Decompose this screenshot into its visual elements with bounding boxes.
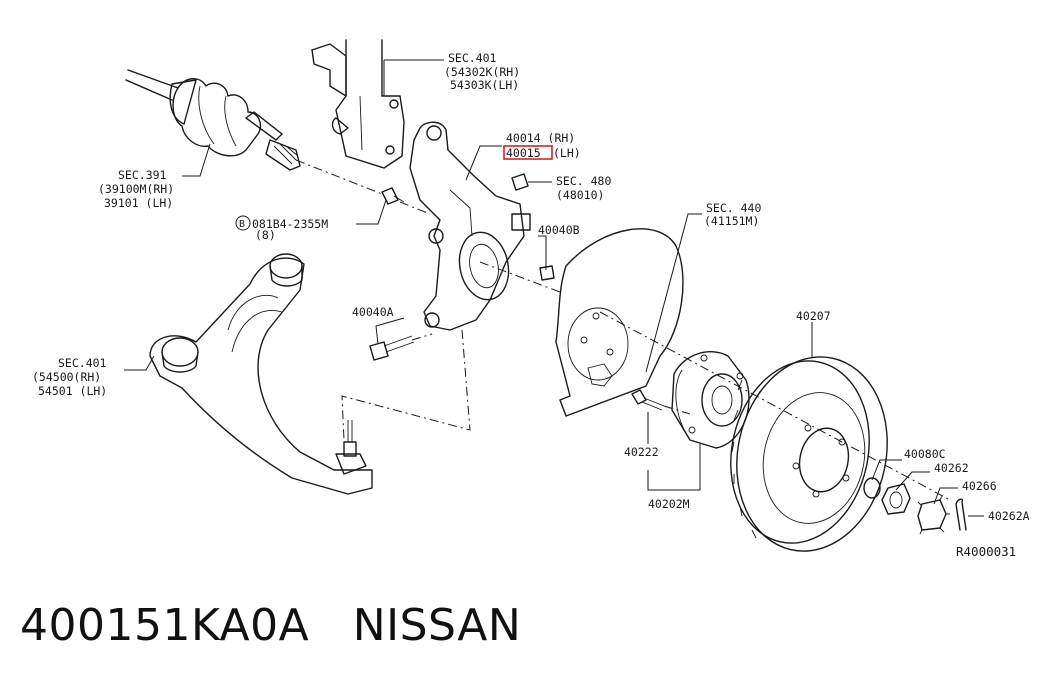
callout-sec401-arm: SEC.401 (54500(RH) 54501 (LH) <box>32 356 107 398</box>
lower-control-arm <box>149 253 373 495</box>
sec480-title: SEC. 480 <box>556 174 611 188</box>
callout-knuckle: 40014 (RH) 40015 (LH) <box>503 131 581 160</box>
drive-shaft <box>125 69 301 171</box>
caption-part-number: 400151KA0A <box>20 600 310 651</box>
bolt-b-code: 081B4-2355M <box>252 217 328 231</box>
label-40040b: 40040B <box>538 223 580 237</box>
knuckle-lh-code: 40015 <box>506 146 541 160</box>
label-40262: 40262 <box>934 461 969 475</box>
caption-brand: NISSAN <box>352 600 522 651</box>
callout-sec401-strut: SEC.401 (54302K(RH) 54303K(LH) <box>444 51 520 92</box>
sec391-title: SEC.391 <box>118 168 167 182</box>
highlight-box <box>503 145 553 160</box>
label-40040a: 40040A <box>352 305 394 319</box>
wheel-hub <box>671 351 750 449</box>
sec391-line2: 39101 (LH) <box>104 196 173 210</box>
sec401-strut-line1: (54302K(RH) <box>444 65 520 79</box>
sec440-title: SEC. 440 <box>706 201 761 215</box>
strut-assembly <box>311 39 405 169</box>
assembly-axis-lines <box>295 159 951 501</box>
knuckle-rh-label: 40014 (RH) <box>506 131 575 145</box>
label-40202m: 40202M <box>648 497 690 511</box>
sec401-arm-line2: 54501 (LH) <box>38 384 107 398</box>
label-40262a: 40262A <box>988 509 1030 523</box>
sec391-line1: (39100M(RH) <box>98 182 174 196</box>
part-caption: 400151KA0A NISSAN <box>20 600 521 651</box>
brake-dust-shield <box>555 228 684 417</box>
bolt-b-qty: (8) <box>255 228 276 242</box>
diagram-id: R4000031 <box>956 544 1016 559</box>
bolt-b-badge: B <box>239 219 245 230</box>
label-40222: 40222 <box>624 445 659 459</box>
callout-sec440: SEC. 440 (41151M) <box>704 201 761 228</box>
label-40266: 40266 <box>962 479 997 493</box>
steering-knuckle <box>409 121 531 331</box>
sec401-strut-title: SEC.401 <box>448 51 497 65</box>
sec401-arm-line1: (54500(RH) <box>32 370 101 384</box>
b-badge-icon <box>235 215 251 231</box>
sec440-line1: (41151M) <box>704 214 759 228</box>
axle-nut-set <box>863 477 967 535</box>
leader-lines <box>124 59 984 517</box>
fasteners <box>369 173 665 411</box>
label-40207: 40207 <box>796 309 831 323</box>
callout-bolt-b: B 081B4-2355M (8) <box>235 215 328 242</box>
knuckle-lh-side: (LH) <box>553 146 581 160</box>
callout-sec480: SEC. 480 (48010) <box>556 174 611 202</box>
sec401-arm-title: SEC.401 <box>58 356 107 370</box>
label-40080c: 40080C <box>904 447 946 461</box>
sec480-line1: (48010) <box>556 188 604 202</box>
callout-sec391: SEC.391 (39100M(RH) 39101 (LH) <box>98 168 174 210</box>
sec401-strut-line2: 54303K(LH) <box>450 78 519 92</box>
brake-rotor <box>730 356 888 552</box>
